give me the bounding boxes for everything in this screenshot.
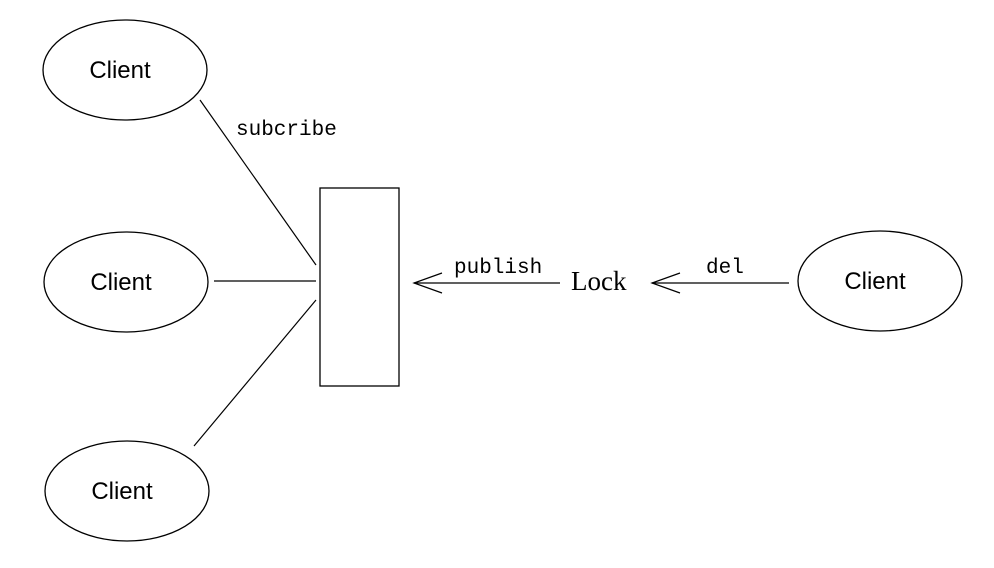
del-arrow-head [650, 272, 681, 294]
subscribe-edge-label: subcribe [236, 119, 337, 142]
publish-edge-label: publish [454, 257, 542, 280]
client-label: Client [844, 268, 906, 295]
subscribe-line-top [199, 99, 317, 266]
client-ellipse [43, 231, 209, 333]
publish-arrow-head [412, 272, 443, 294]
client-ellipse [797, 230, 963, 332]
client-node-bottom: Client [44, 440, 210, 542]
client-label: Client [90, 269, 152, 296]
client-ellipse [42, 19, 208, 121]
del-edge-label: del [706, 257, 744, 280]
client-ellipse [44, 440, 210, 542]
client-node-middle: Client [43, 231, 209, 333]
client-label: Client [91, 478, 153, 505]
subscribe-line-bottom [193, 299, 317, 447]
client-node-top: Client [42, 19, 208, 121]
channel-box [319, 187, 400, 387]
client-label: Client [89, 57, 151, 84]
lock-node-label: Lock [571, 266, 627, 296]
client-node-right: Client [797, 230, 963, 332]
